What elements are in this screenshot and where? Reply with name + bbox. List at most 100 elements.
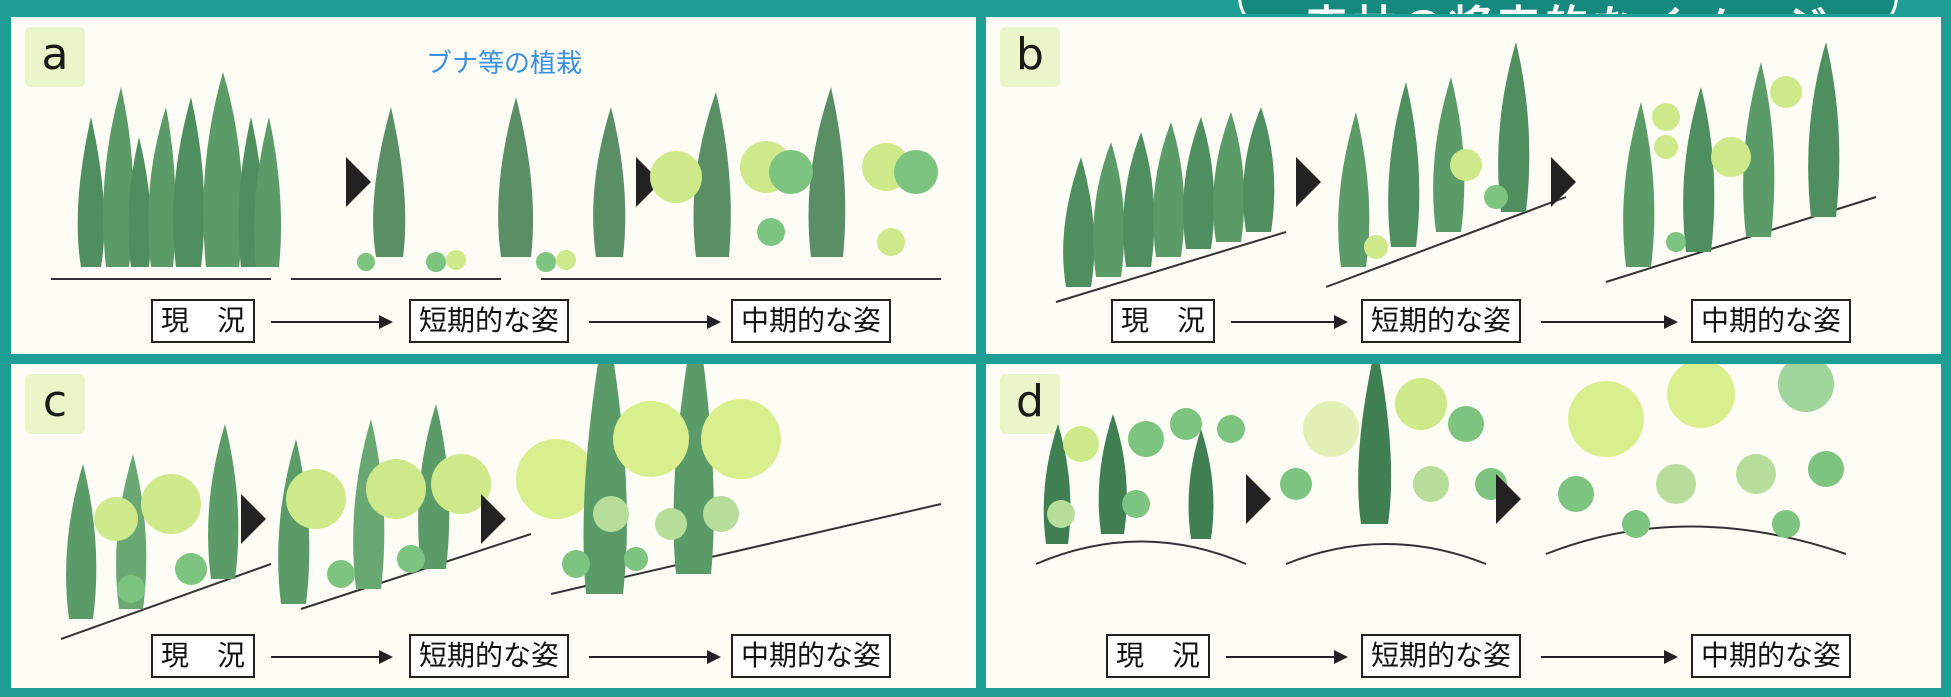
conifer-tree	[373, 107, 406, 257]
stage-arrow	[1231, 315, 1348, 329]
stage-arrow	[589, 650, 721, 664]
broadleaf-crown	[1170, 408, 1202, 440]
broadleaf-crown	[1413, 466, 1449, 502]
conifer-tree	[148, 107, 176, 267]
seedling	[1122, 490, 1150, 518]
broadleaf-crown	[1128, 421, 1164, 457]
stage-mid-term-label: 中期的な姿	[1691, 299, 1852, 343]
conifer-tree	[693, 92, 731, 257]
conifer-tree	[1433, 77, 1465, 232]
conifer-tree	[1123, 132, 1155, 267]
seedling	[536, 252, 556, 272]
broadleaf-crown	[431, 454, 491, 514]
conifer-tree	[1623, 102, 1655, 267]
broadleaf-crown	[593, 496, 629, 532]
broadleaf-crown	[1568, 381, 1644, 457]
broadleaf-crown	[769, 150, 813, 194]
seedling	[1484, 185, 1508, 209]
forest-scene-a	[51, 72, 941, 280]
seedling	[327, 560, 355, 588]
broadleaf-crown	[141, 474, 201, 534]
broadleaf-crown	[877, 228, 905, 256]
seedling	[357, 253, 375, 271]
stage-mid-term-label: 中期的な姿	[731, 634, 892, 678]
stage-short-term-label: 短期的な姿	[1361, 634, 1522, 678]
seedling	[1772, 510, 1800, 538]
conifer-tree	[1808, 42, 1840, 217]
stage-mid-term-label: 中期的な姿	[1691, 634, 1852, 678]
broadleaf-crown	[613, 401, 689, 477]
progress-arrow-icon	[1246, 474, 1271, 524]
progress-arrow-icon	[1551, 157, 1576, 207]
broadleaf-crown	[1448, 406, 1484, 442]
forest-scene-b	[1055, 42, 1877, 303]
broadleaf-crown	[1303, 401, 1359, 457]
broadleaf-crown	[894, 150, 938, 194]
broadleaf-crown	[1280, 468, 1312, 500]
conifer-tree	[1213, 112, 1245, 242]
stage-mid-term-label: 中期的な姿	[731, 299, 892, 343]
panel-letter: d	[1000, 374, 1060, 434]
conifer-tree	[77, 117, 105, 267]
broadleaf-crown	[1395, 378, 1447, 430]
forest-scene-d	[1035, 364, 1847, 565]
seedling	[117, 575, 145, 603]
panel-letter: a	[25, 27, 85, 87]
conifer-tree	[673, 364, 714, 574]
conifer-tree	[103, 87, 134, 267]
seedling	[1364, 235, 1388, 259]
seedling	[175, 553, 207, 585]
conifer-tree	[1153, 122, 1185, 257]
broadleaf-crown	[1063, 426, 1099, 462]
stage-arrow	[271, 315, 393, 329]
stage-arrow	[1226, 650, 1348, 664]
seedling	[446, 250, 466, 270]
seedling	[556, 250, 576, 270]
conifer-tree	[1358, 364, 1392, 524]
conifer-tree	[173, 97, 205, 267]
conifer-tree	[66, 464, 97, 619]
conifer-tree	[1093, 142, 1125, 277]
conifer-tree	[203, 72, 243, 267]
progress-arrow-icon	[636, 157, 661, 207]
panel-a: a ブナ等の植栽	[8, 14, 979, 357]
stage-short-term-label: 短期的な姿	[1361, 299, 1522, 343]
conifer-tree	[593, 107, 626, 257]
conifer-tree	[808, 87, 846, 257]
planting-note: ブナ等の植栽	[426, 49, 583, 79]
stage-short-term-label: 短期的な姿	[409, 634, 570, 678]
seedling	[1666, 232, 1686, 252]
broadleaf-crown	[516, 439, 596, 519]
broadleaf-crown	[366, 459, 426, 519]
broadleaf-crown	[1711, 137, 1751, 177]
broadleaf-crown	[1667, 364, 1735, 428]
broadleaf-crown	[650, 151, 702, 203]
broadleaf-crown	[1450, 149, 1482, 181]
stage-arrow	[1541, 315, 1678, 329]
panel-letter: b	[1000, 27, 1060, 87]
seedling	[624, 547, 648, 571]
stage-current-label: 現 況	[1106, 634, 1211, 678]
seedling	[397, 545, 425, 573]
conifer-tree	[254, 117, 282, 267]
conifer-tree	[1188, 429, 1214, 539]
conifer-tree	[1743, 62, 1775, 237]
progress-arrow-icon	[481, 494, 506, 544]
seedling	[1047, 500, 1075, 528]
progress-arrow-icon	[1496, 474, 1521, 524]
stage-arrow	[1541, 650, 1678, 664]
broadleaf-crown	[94, 497, 138, 541]
conifer-tree	[1243, 107, 1275, 232]
broadleaf-crown	[1558, 476, 1594, 512]
broadleaf-crown	[1652, 103, 1680, 131]
broadleaf-crown	[1770, 76, 1802, 108]
stage-short-term-label: 短期的な姿	[409, 299, 570, 343]
broadleaf-crown	[1778, 364, 1834, 412]
conifer-tree	[1388, 82, 1420, 247]
broadleaf-crown	[1736, 454, 1776, 494]
broadleaf-crown	[286, 469, 346, 529]
seedling	[1622, 510, 1650, 538]
broadleaf-crown	[1217, 415, 1245, 443]
seedling	[562, 550, 590, 578]
